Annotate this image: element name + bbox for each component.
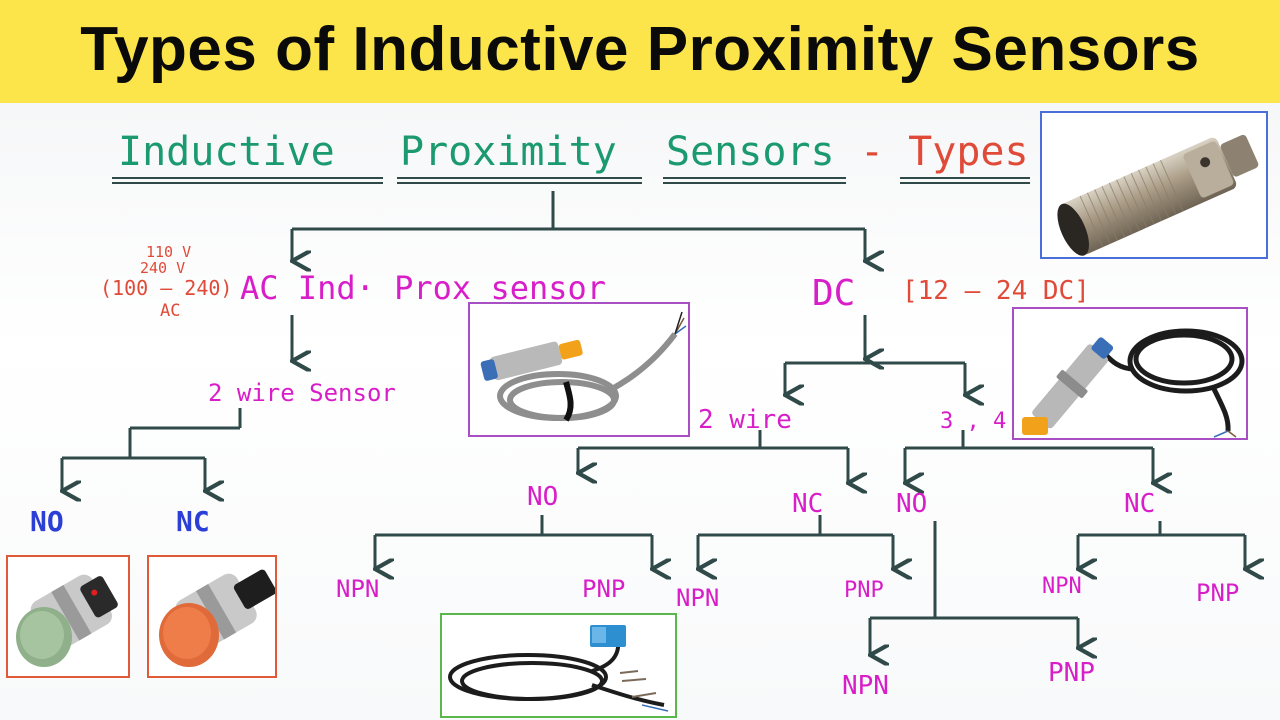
cabled-sensor-photo-right — [1012, 307, 1248, 440]
dc-branch: DC [12 – 24 DC] 2 wire 3 , 4 NO NPN PNP … — [336, 273, 1239, 701]
ac-voltage-unit: AC — [160, 301, 180, 321]
cabled-sensor-photo-purple — [468, 302, 690, 437]
whiteboard: Inductive Proximity Sensors - Types — [0, 103, 1280, 720]
dc-2wire-nc-npn: NPN — [676, 584, 719, 612]
dc-2wire-nc-label: NC — [792, 489, 823, 519]
dc-2wire-no-pnp: PNP — [582, 575, 625, 603]
dc-voltage-range: [12 – 24 DC] — [902, 276, 1090, 306]
page-title: Types of Inductive Proximity Sensors — [80, 15, 1200, 84]
dc-2wire-no-label: NO — [527, 482, 558, 512]
title-banner: Types of Inductive Proximity Sensors — [0, 0, 1280, 103]
dc-2wire-no-npn: NPN — [336, 575, 379, 603]
ac-voltage-110: 110 V — [146, 243, 191, 261]
heading-word-inductive: Inductive — [118, 129, 335, 175]
dc-3-4wire-nc-npn: NPN — [1042, 574, 1082, 599]
dc-3-4wire-nc-pnp: PNP — [1196, 579, 1239, 607]
sensor-type-tree: Inductive Proximity Sensors - Types — [30, 129, 1280, 701]
cylindrical-sensor-photo — [1040, 111, 1268, 259]
green-cap-sensor-photo — [6, 555, 130, 678]
ac-wire-label: 2 wire Sensor — [208, 379, 396, 407]
dc-3-4wire-no-pnp: PNP — [1048, 658, 1095, 688]
dc-2wire-nc-pnp: PNP — [844, 578, 884, 603]
dc-3-4wire-nc-label: NC — [1124, 489, 1155, 519]
dc-label: DC — [812, 273, 855, 314]
heading-underlines — [112, 177, 1030, 184]
ac-voltage-range: (100 – 240) — [100, 276, 232, 300]
heading-word-proximity: Proximity — [400, 129, 617, 175]
ac-voltage-240: 240 V — [140, 259, 185, 277]
orange-cap-sensor-photo — [147, 555, 277, 678]
tree-connectors — [62, 191, 1245, 655]
ac-nc-label: NC — [176, 505, 210, 538]
ac-sensor-label: AC Ind· Prox sensor — [240, 269, 606, 307]
dc-2wire-label: 2 wire — [698, 405, 792, 435]
dc-3-4wire-no-npn: NPN — [842, 671, 889, 701]
diagram-heading: Inductive Proximity Sensors - Types — [112, 129, 1030, 184]
ac-no-label: NO — [30, 505, 64, 538]
heading-word-sensors: Sensors — [666, 129, 835, 175]
dc-3-4wire-label: 3 , 4 — [940, 409, 1006, 434]
dc-3-4wire-no-label: NO — [896, 489, 927, 519]
ac-branch: 110 V 240 V (100 – 240) AC AC Ind· Prox … — [30, 243, 606, 538]
block-sensor-photo — [440, 613, 677, 718]
heading-word-types: - Types — [860, 129, 1029, 175]
